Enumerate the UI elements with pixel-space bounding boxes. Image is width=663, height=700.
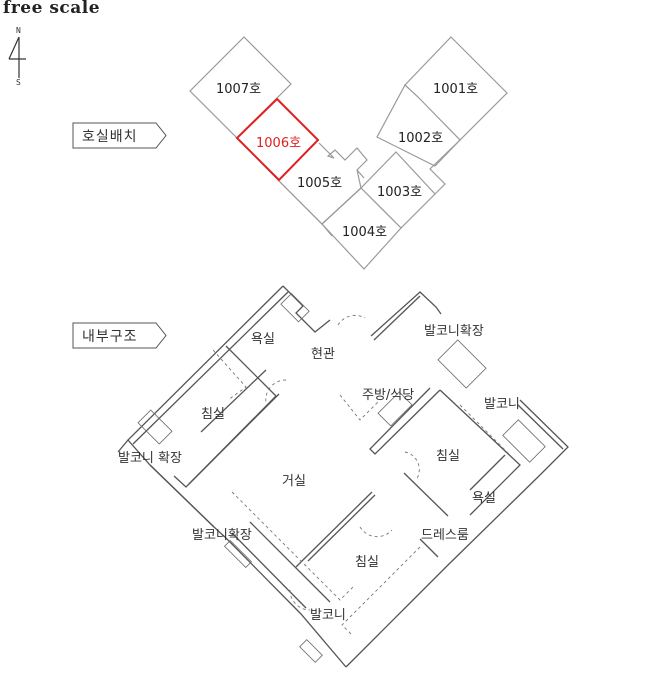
scale-title: free scale: [3, 0, 101, 18]
floor-plan-tag: 내부구조: [72, 322, 168, 349]
floor-plan-tag-label: 내부구조: [82, 329, 138, 345]
room-label-balcony-ext-top: 발코니확장: [424, 324, 484, 339]
unit-label-1005[interactable]: 1005호: [297, 176, 342, 191]
room-label-kitchen-dining: 주방/식당: [362, 388, 414, 403]
unit-layout-map: 1007호 1001호 1002호 1006호 1005호 1003호 1004…: [189, 36, 508, 270]
room-label-balcony-right: 발코니: [484, 397, 520, 412]
unit-label-1002[interactable]: 1002호: [398, 131, 443, 146]
unit-1005-shape[interactable]: [277, 169, 362, 225]
unit-layout-tag-label: 호실배치: [82, 129, 138, 145]
unit-label-1004[interactable]: 1004호: [342, 225, 387, 240]
room-label-bath-right: 욕실: [472, 491, 496, 506]
unit-label-1001[interactable]: 1001호: [433, 82, 478, 97]
unit-1006-shape-selected[interactable]: [235, 97, 320, 182]
unit-label-1006[interactable]: 1006호: [256, 136, 301, 151]
room-label-bedroom-left: 침실: [201, 407, 225, 422]
room-label-balcony-ext-bottom: 발코니확장: [192, 528, 252, 543]
unit-1002-shape[interactable]: [376, 84, 461, 167]
unit-label-1007[interactable]: 1007호: [216, 82, 261, 97]
room-label-bath-top: 욕실: [251, 332, 275, 347]
room-label-entrance: 현관: [311, 347, 335, 362]
room-label-bedroom-bottom: 침실: [355, 555, 379, 570]
unit-label-1003[interactable]: 1003호: [377, 185, 422, 200]
room-label-balcony-bottom: 발코니: [310, 608, 346, 623]
north-arrow-icon: N S: [4, 26, 34, 92]
room-label-bedroom-right: 침실: [436, 449, 460, 464]
compass-south-label: S: [16, 78, 21, 87]
room-label-living: 거실: [282, 474, 306, 489]
room-label-dressroom: 드레스룸: [421, 528, 469, 543]
room-label-balcony-ext-left: 발코니 확장: [118, 451, 182, 466]
unit-layout-tag: 호실배치: [72, 122, 168, 149]
compass-north-label: N: [16, 26, 21, 35]
